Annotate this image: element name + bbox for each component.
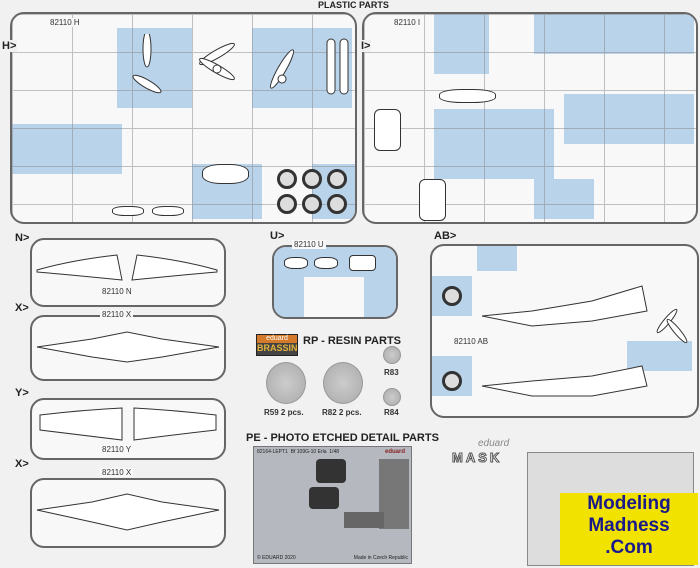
sprue-y-label: Y> — [15, 387, 29, 399]
resin-part-r59 — [266, 362, 306, 404]
mask-label: MASK — [451, 450, 503, 466]
pe-header: 82164-LEPT1 Bf 109G-10 Erla 1/48 — [257, 449, 340, 455]
propeller-parts — [132, 34, 349, 95]
sprue-h-code: 82110 H — [48, 18, 82, 27]
pe-title: PE - PHOTO ETCHED DETAIL PARTS — [246, 432, 439, 444]
resin-part-r84 — [383, 388, 401, 406]
sprue-n-label: N> — [15, 232, 30, 244]
page-title: PLASTIC PARTS — [318, 0, 389, 10]
sprue-i — [362, 12, 698, 224]
sprue-u-label: U> — [270, 230, 285, 242]
sprue-x2 — [30, 478, 226, 548]
sprue-x1-label: X> — [15, 302, 29, 314]
sprue-u — [272, 245, 398, 319]
sprue-x2-label: X> — [15, 458, 29, 470]
sprue-n-code: 82110 N — [100, 287, 134, 296]
pe-copyright: © EDUARD 2020 — [257, 555, 296, 561]
sprue-ab-code: 82110 AB — [452, 337, 491, 346]
resin-part-r83 — [383, 346, 401, 364]
sprue-h — [10, 12, 357, 224]
sprue-i-label: I> — [360, 40, 372, 52]
resin-label-r59: R59 2 pcs. — [264, 408, 304, 417]
sprue-ab-label: AB> — [434, 230, 457, 242]
resin-label-r84: R84 — [384, 408, 399, 417]
sprue-n — [30, 238, 226, 307]
sprue-h-label: H> — [1, 40, 18, 52]
mask-brand: eduard — [478, 438, 510, 449]
pe-origin: Made in Czech Republic — [353, 555, 408, 561]
sprue-u-code: 82110 U — [292, 240, 326, 249]
pe-brand: eduard — [384, 449, 405, 455]
brassin-logo: eduard BRASSIN — [256, 334, 298, 356]
pe-fret: 82164-LEPT1 Bf 109G-10 Erla 1/48 eduard … — [253, 446, 412, 564]
resin-part-r82 — [323, 362, 363, 404]
sprue-x1 — [30, 315, 226, 381]
sprue-ab — [430, 244, 699, 418]
resin-label-r83: R83 — [384, 368, 399, 377]
sprue-x2-code: 82110 X — [100, 468, 134, 477]
sprue-i-code: 82110 I — [392, 18, 423, 27]
resin-label-r82: R82 2 pcs. — [322, 408, 362, 417]
sprue-x1-code: 82110 X — [100, 310, 134, 319]
resin-title: RP - RESIN PARTS — [303, 335, 401, 347]
sprue-y-code: 82110 Y — [100, 445, 134, 454]
